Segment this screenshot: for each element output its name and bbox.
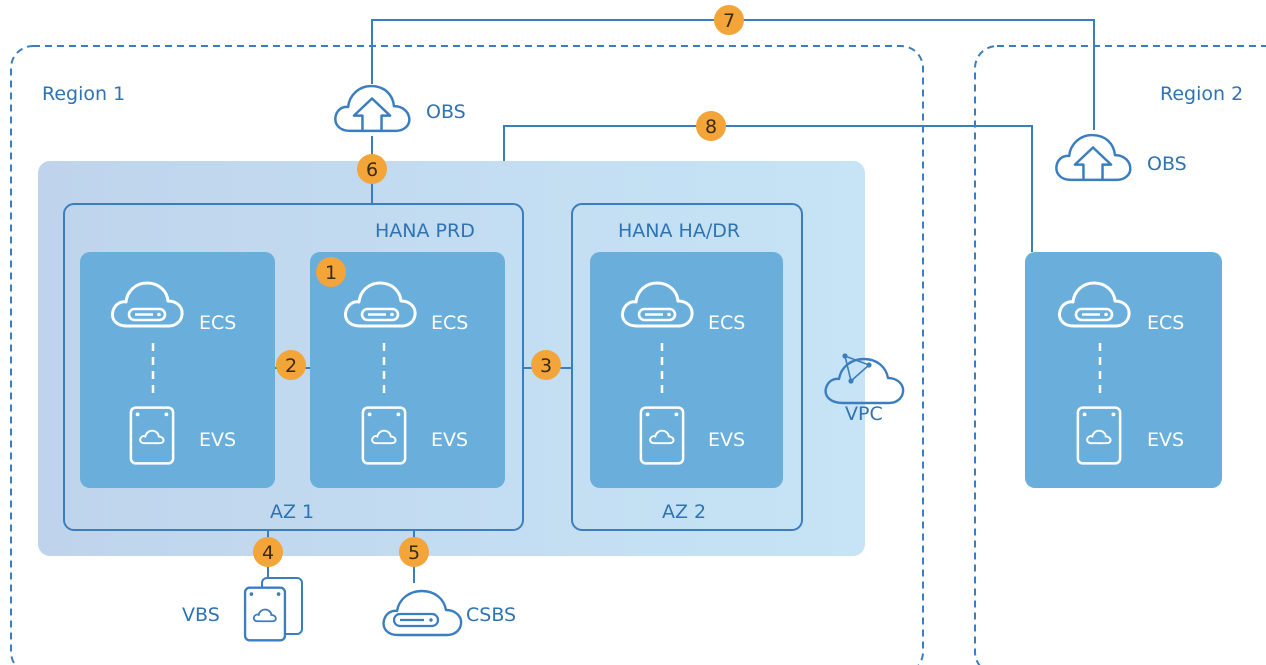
region-1-border — [10, 45, 924, 665]
obs-icon — [1055, 133, 1132, 182]
vpc-icon — [824, 353, 905, 405]
step-marker-3: 3 — [531, 350, 561, 380]
ecs-label: ECS — [708, 312, 745, 334]
step-marker-7: 7 — [714, 5, 744, 35]
step-marker-4: 4 — [253, 537, 283, 567]
csbs-label: CSBS — [466, 604, 516, 626]
ecs-label: ECS — [199, 312, 236, 334]
evs-label: EVS — [1147, 429, 1184, 451]
vbs-label: VBS — [182, 604, 220, 626]
region-2-border — [974, 45, 1266, 665]
ecs-label: ECS — [431, 312, 468, 334]
svg-text:7: 7 — [723, 10, 735, 32]
step-marker-8: 8 — [696, 111, 726, 141]
csbs-icon — [382, 589, 463, 637]
server-card-2: ECS EVS — [310, 252, 505, 488]
svg-text:8: 8 — [705, 116, 717, 138]
hana-prd-label: HANA PRD — [375, 220, 475, 242]
obs-icon — [334, 84, 411, 133]
server-card-3: ECS EVS — [590, 252, 783, 488]
ecs-label: ECS — [1147, 312, 1184, 334]
svg-text:4: 4 — [262, 542, 274, 564]
evs-label: EVS — [431, 429, 468, 451]
step-marker-1: 1 — [316, 257, 346, 287]
svg-text:2: 2 — [285, 355, 297, 377]
region-2-label: Region 2 — [1160, 83, 1243, 105]
svg-text:1: 1 — [325, 262, 337, 284]
svg-text:5: 5 — [408, 542, 420, 564]
svg-text:3: 3 — [540, 355, 552, 377]
server-card-1: ECS EVS — [80, 252, 275, 488]
vpc-label: VPC — [845, 403, 883, 425]
evs-label: EVS — [708, 429, 745, 451]
obs-label-region-2: OBS — [1147, 153, 1187, 175]
az2-label: AZ 2 — [662, 501, 706, 523]
step-marker-5: 5 — [399, 537, 429, 567]
server-card-4: ECS EVS — [1025, 252, 1222, 488]
region-1-label: Region 1 — [42, 83, 125, 105]
evs-label: EVS — [199, 429, 236, 451]
step-marker-6: 6 — [357, 154, 387, 184]
vbs-icon — [243, 577, 303, 642]
hana-ha-dr-label: HANA HA/DR — [618, 220, 740, 242]
link-7-line — [371, 19, 1095, 130]
step-marker-2: 2 — [276, 350, 306, 380]
svg-text:6: 6 — [366, 159, 378, 181]
obs-label-region-1: OBS — [426, 101, 466, 123]
az1-label: AZ 1 — [270, 501, 314, 523]
